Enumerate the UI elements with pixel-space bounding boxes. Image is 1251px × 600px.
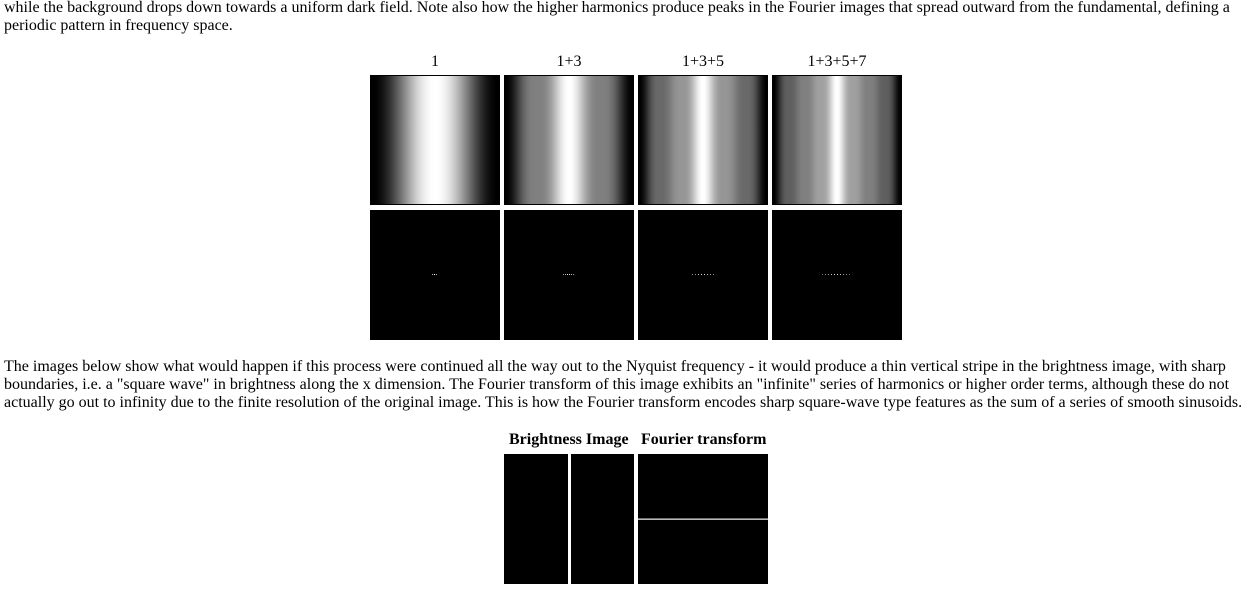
brightness-image-1-3 — [504, 75, 634, 205]
fourier-image-1 — [370, 210, 500, 340]
fourier-image-1-3 — [504, 210, 634, 340]
square-wave-brightness-image — [504, 454, 634, 584]
column-label-1: 1 — [431, 53, 439, 70]
square-wave-fourier-image — [638, 454, 768, 584]
column-label-1-3-5: 1+3+5 — [681, 53, 725, 70]
brightness-image-1-3-5-7 — [772, 75, 902, 205]
column-label-1-3: 1+3 — [556, 53, 582, 70]
brightness-image-1 — [370, 75, 500, 205]
brightness-image-1-3-5 — [638, 75, 768, 205]
fourier-image-1-3-5-7 — [772, 210, 902, 340]
column-label-1-3-5-7: 1+3+5+7 — [807, 53, 867, 70]
brightness-image-header: Brightness Image — [509, 431, 629, 448]
nyquist-paragraph: The images below show what would happen … — [4, 358, 1243, 411]
fourier-transform-header: Fourier transform — [641, 431, 767, 448]
fourier-image-1-3-5 — [638, 210, 768, 340]
intro-paragraph: while the background drops down towards … — [4, 0, 1230, 34]
